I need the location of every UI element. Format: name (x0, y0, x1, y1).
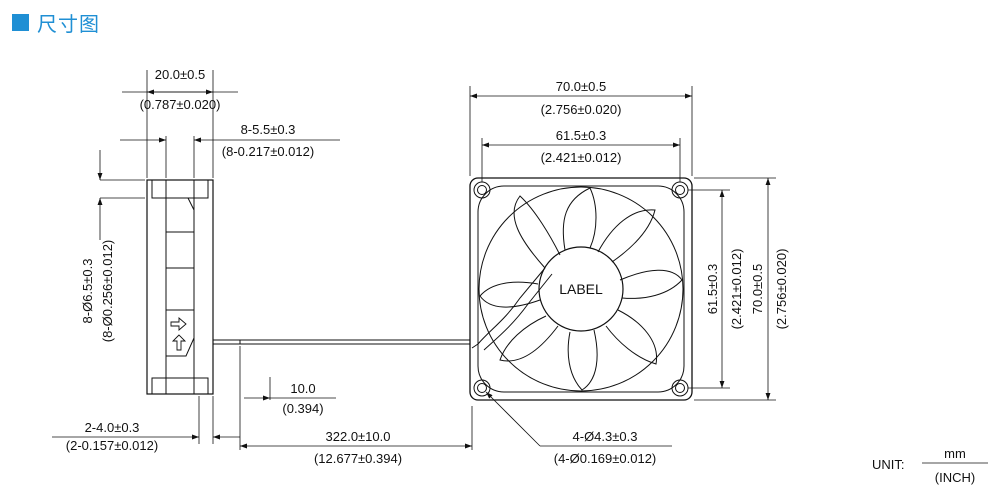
side-view-texts: 20.0±0.5 (0.787±0.020) 8-5.5±0.3 (8-0.21… (66, 67, 402, 466)
height-pitch-label: 61.5±0.3 (705, 264, 720, 315)
rib-label: 2-4.0±0.3 (85, 420, 140, 435)
front-view-texts: 70.0±0.5 (2.756±0.020) 61.5±0.3 (2.421±0… (541, 79, 789, 466)
hole-pitch-label: 61.5±0.3 (556, 128, 607, 143)
hole-pitch-inch-label: (2.421±0.012) (541, 150, 622, 165)
side-view (146, 179, 470, 395)
unit-legend: UNIT: mm (INCH) (872, 446, 988, 485)
front-width-label: 70.0±0.5 (556, 79, 607, 94)
section-title: 尺寸图 (37, 11, 100, 36)
unit-prefix: UNIT: (872, 457, 905, 472)
flange-label: 8-5.5±0.3 (241, 122, 296, 137)
flange-inch-label: (8-0.217±0.012) (222, 144, 314, 159)
front-width-inch-label: (2.756±0.020) (541, 102, 622, 117)
mount-holes-inch-label: (4-Ø0.169±0.012) (554, 451, 657, 466)
mount-holes-label: 4-Ø4.3±0.3 (573, 429, 638, 444)
header-square-icon (12, 13, 29, 31)
side-view-dimensions (52, 70, 473, 450)
holes-label: 8-Ø6.5±0.3 (80, 259, 95, 324)
unit-primary: mm (944, 446, 966, 461)
section-header: 尺寸图 (12, 6, 100, 38)
holes-inch-label: (8-Ø0.256±0.012) (100, 240, 115, 343)
cable-length-label: 322.0±10.0 (326, 429, 391, 444)
front-view-dimensions (469, 86, 776, 447)
strip-label: 10.0 (290, 381, 315, 396)
side-width-inch-label: (0.787±0.020) (140, 97, 221, 112)
unit-secondary: (INCH) (935, 470, 975, 485)
cable-length-inch-label: (12.677±0.394) (314, 451, 402, 466)
hub-label: LABEL (559, 281, 603, 297)
side-width-label: 20.0±0.5 (155, 67, 206, 82)
strip-inch-label: (0.394) (282, 401, 323, 416)
height-inch-label: (2.756±0.020) (774, 249, 789, 330)
height-pitch-inch-label: (2.421±0.012) (729, 249, 744, 330)
rib-inch-label: (2-0.157±0.012) (66, 438, 158, 453)
height-label: 70.0±0.5 (750, 264, 765, 315)
